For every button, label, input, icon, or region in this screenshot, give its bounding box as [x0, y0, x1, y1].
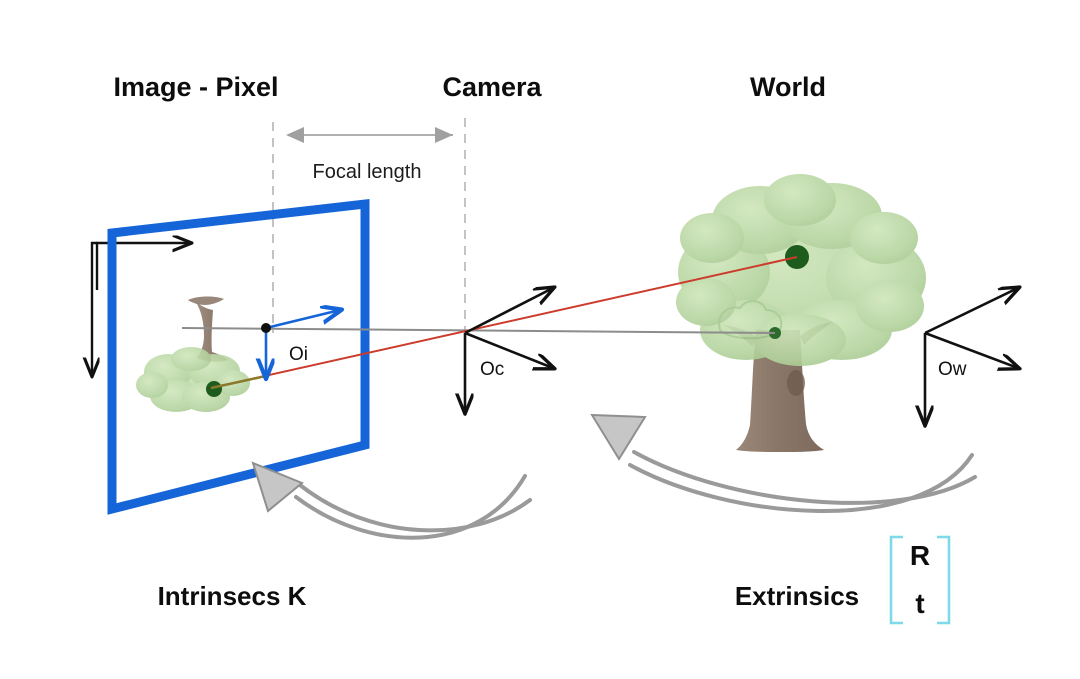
- image-point-marker: [206, 381, 222, 397]
- focal-length-group: Focal length: [272, 118, 466, 333]
- label-intrinsics: Intrinsecs K: [158, 581, 307, 611]
- optical-axis-ray: [181, 327, 776, 334]
- intrinsics-arrowhead: [251, 461, 304, 513]
- extrinsics-arrowhead: [590, 413, 647, 461]
- oi-axis-x-arrow: [265, 310, 340, 330]
- matrix-bracket-left: [889, 535, 903, 625]
- matrix-bracket-right: [937, 535, 951, 625]
- extrinsics-matrix: R t: [889, 535, 951, 625]
- ow-axis-x-arrow: [924, 331, 1018, 368]
- ow-label: Ow: [938, 359, 967, 380]
- focal-length-label: Focal length: [313, 161, 422, 183]
- intrinsics-curved-arrow: [251, 461, 532, 540]
- ow-axis-z-arrow: [924, 288, 1018, 335]
- extrinsics-curved-arrow: [590, 413, 977, 513]
- principal-point: [261, 323, 271, 333]
- oc-axes-group: Oc: [465, 288, 553, 412]
- world-tree: [676, 174, 926, 452]
- world-tree-trunk: [736, 330, 824, 452]
- heading-world: World: [750, 72, 826, 102]
- matrix-row-r: R: [910, 540, 930, 571]
- oi-label: Oi: [289, 344, 308, 365]
- matrix-row-t: t: [915, 588, 924, 619]
- world-tree-knot: [787, 370, 805, 396]
- oc-axis-x-arrow: [464, 331, 553, 368]
- pixel-axis-v-arrow: [92, 241, 97, 375]
- oc-label: Oc: [480, 359, 504, 380]
- pixel-axes-group: [92, 243, 190, 375]
- oi-axes-group: Oi: [261, 310, 340, 377]
- image-plane-tree: [136, 296, 250, 412]
- world-tree-canopy: [676, 174, 926, 366]
- ow-axes-group: Ow: [925, 288, 1018, 424]
- projection-ray: [210, 256, 798, 389]
- heading-image-pixel: Image - Pixel: [113, 72, 278, 102]
- label-extrinsics: Extrinsics: [735, 581, 859, 611]
- heading-camera: Camera: [442, 72, 542, 102]
- image-plane: [107, 198, 370, 515]
- image-tree-trunk-flare: [188, 296, 224, 305]
- oc-axis-z-arrow: [464, 288, 553, 335]
- image-tree-trunk: [196, 302, 228, 362]
